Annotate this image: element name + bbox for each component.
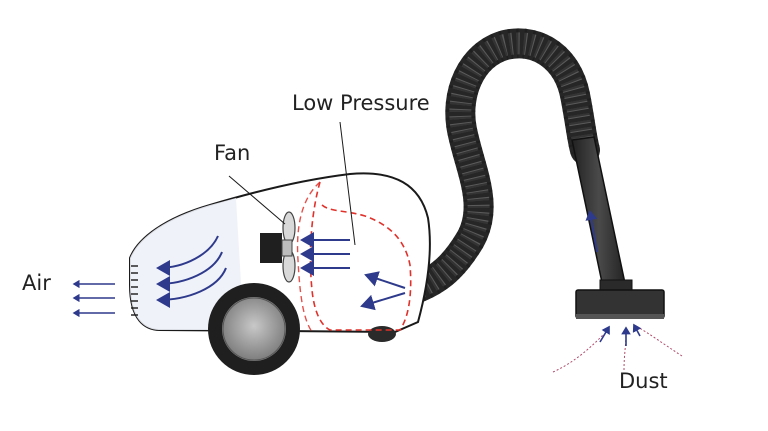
wand-pipe <box>571 136 627 293</box>
air-label: Air <box>22 271 51 295</box>
dust-label: Dust <box>619 369 668 393</box>
vacuum-hose <box>397 28 600 305</box>
low-pressure-label: Low Pressure <box>292 91 430 115</box>
exhaust-flow-arrows <box>156 235 227 308</box>
fan-label: Fan <box>214 141 251 165</box>
floor-nozzle <box>575 279 665 319</box>
caster-wheel <box>368 326 396 342</box>
fan-icon <box>281 211 296 283</box>
wheel-icon <box>208 283 300 375</box>
dust-trails <box>552 325 683 373</box>
dust-arrows <box>599 323 642 346</box>
intake-arrows <box>300 232 406 311</box>
low-pressure-zone-outer <box>296 181 321 333</box>
exhaust-vent <box>131 265 138 316</box>
low-pressure-zone <box>309 181 412 331</box>
fan-leader-line <box>228 175 286 225</box>
low-pressure-leader-line <box>339 121 356 246</box>
motor-icon <box>260 233 282 263</box>
suction-arrow <box>585 210 598 253</box>
air-out-arrows <box>72 279 115 318</box>
